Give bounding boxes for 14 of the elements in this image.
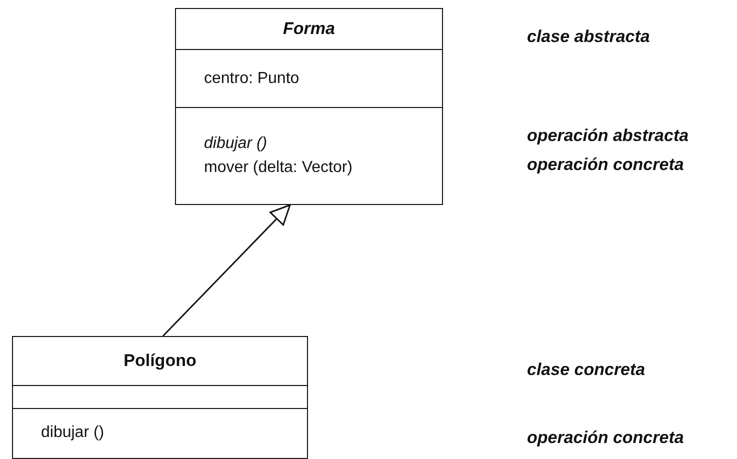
attribute: centro: Punto	[204, 70, 300, 88]
annotation: operación concreta	[527, 428, 684, 448]
annotation: clase concreta	[527, 360, 646, 380]
class-name: Forma	[283, 19, 335, 39]
operation: dibujar ()	[204, 134, 268, 152]
class-box	[175, 8, 443, 205]
annotation: operación concreta	[527, 155, 684, 175]
operation: dibujar ()	[41, 424, 104, 442]
generalization-arrow	[162, 204, 291, 337]
annotation: operación abstracta	[527, 126, 689, 146]
annotation: clase abstracta	[527, 27, 650, 47]
class-name: Polígono	[124, 351, 196, 371]
class-box	[12, 336, 308, 459]
operation: mover (delta: Vector)	[204, 158, 352, 176]
